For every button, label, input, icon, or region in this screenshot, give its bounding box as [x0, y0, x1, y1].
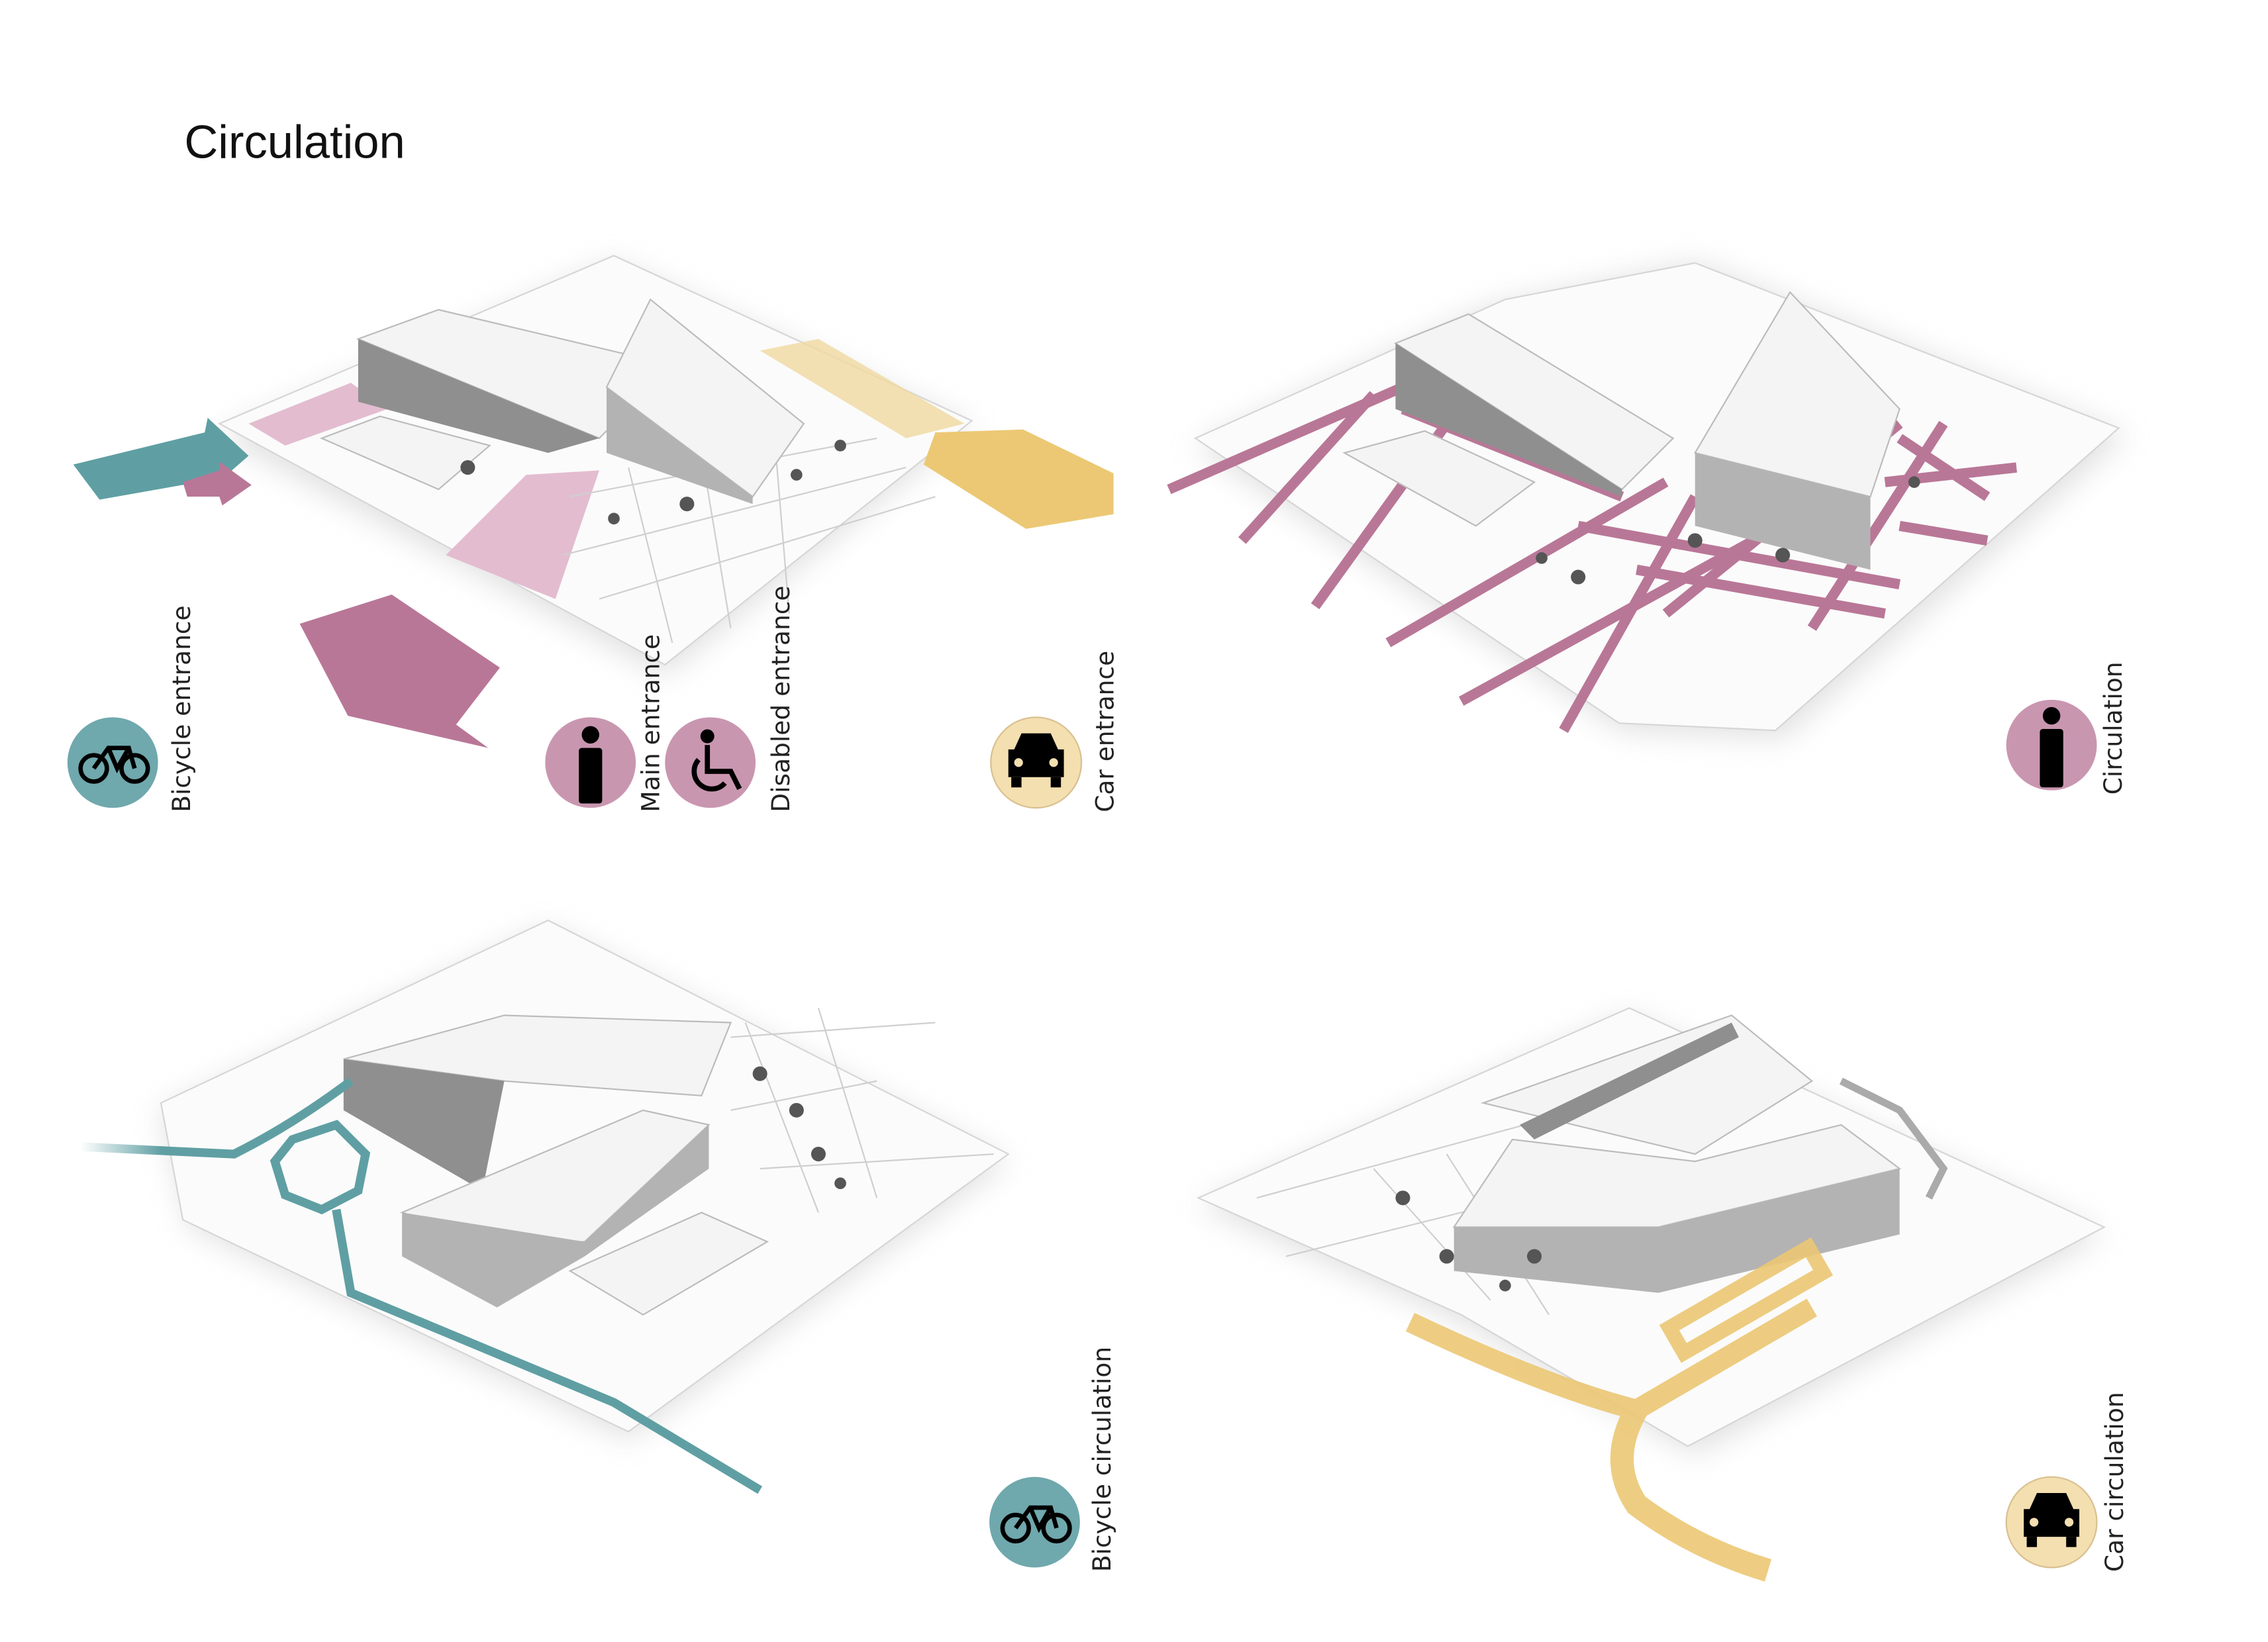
car-icon — [1008, 733, 1064, 788]
car-circulation-label: Car circulation — [2100, 1392, 2129, 1572]
person-icon — [2040, 706, 2063, 788]
legend-car-entrance: Car entrance — [990, 651, 1120, 812]
legend-bicycle-entrance: Bicycle entrance — [67, 605, 196, 812]
panel-entrances — [73, 254, 1114, 748]
car-paths — [1405, 1237, 1834, 1582]
car-zone — [760, 338, 965, 438]
bicycle-zone — [248, 383, 388, 446]
bicycle-icon — [78, 746, 150, 784]
legend-car-circulation: Car circulation — [2005, 1392, 2129, 1572]
car-icon — [2024, 1492, 2080, 1547]
pedestrian-circulation-label: Circulation — [2098, 661, 2128, 795]
legend-bicycle-circulation: Bicycle circulation — [989, 1347, 1116, 1572]
disabled-entrance-arrow — [183, 461, 252, 506]
plaza — [319, 415, 491, 491]
panel-car-circulation — [1196, 1007, 2106, 1582]
bicycle-icon — [1000, 1505, 1072, 1544]
building-block-a-roof — [1394, 313, 1675, 491]
legend-pedestrian-circulation: Circulation — [2006, 661, 2128, 795]
panel-bicycle-circulation — [80, 919, 1010, 1494]
bicycle-entrance-label: Bicycle entrance — [167, 605, 196, 812]
panel-pedestrian-circulation — [1167, 262, 2126, 738]
disabled-entrance-label: Disabled entrance — [766, 586, 795, 812]
legend-disabled-entrance: Disabled entrance — [665, 586, 795, 812]
car-entrance-label: Car entrance — [1091, 651, 1120, 812]
person-icon — [579, 726, 603, 804]
wheelchair-icon-badge — [665, 717, 756, 808]
plaza — [1342, 430, 1536, 527]
legend-main-entrance: Main entrance — [545, 634, 665, 812]
main-entrance-arrow — [299, 595, 500, 748]
page-title: Circulation — [184, 115, 405, 168]
wheelchair-icon — [691, 729, 742, 792]
site-slab — [217, 254, 973, 666]
bicycle-paths — [80, 1077, 763, 1494]
building-block-b-roof — [605, 298, 805, 498]
plaza — [568, 1212, 769, 1316]
main-entrance-label: Main entrance — [636, 634, 665, 812]
car-entrance-arrow — [923, 429, 1114, 529]
main-entrance-zone — [446, 470, 599, 599]
bicycle-circulation-label: Bicycle circulation — [1087, 1347, 1116, 1572]
